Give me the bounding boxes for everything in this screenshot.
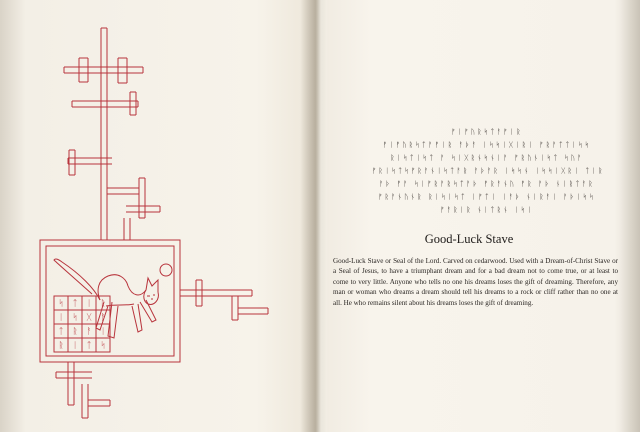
body-paragraph: Good-Luck Stave or Seal of the Lord. Car…: [333, 257, 618, 307]
rune-grid: ᛋ ᛏ ᛁ ᚱ ᛁ ᛋ ᚷ ᚨ ᛏ ᚱ ᚨ ᛁ ᚱ ᛁ ᛏ ᛋ: [58, 298, 105, 351]
rune-line: ᚠᛁᚠᚢᚱᛋᛏᚨᚠᛁᚱ ᚨᚦᚨ ᛁᛋᛋᛁᚷᛁᚱᛁ ᚠᚱᚨᛏᛏᛁᛋᛋ: [382, 141, 592, 149]
rune-cell: ᛁ: [86, 298, 91, 309]
rune-cell: ᚱ: [58, 340, 63, 351]
rune-line: ᚠᚱᚨᚾᚢᚾᚱ ᚱᛁᛋᛁᛋᛏ ᛁᚠᛏᛁ ᛁᚨᚦ ᚾᛁᚱᚨᛁ ᚨᚦᛁᛋᛋ: [378, 193, 596, 201]
rune-line: ᚠᚱᛁᛋᛏᛋᚠᚱᚨᚾᛁᛋᛏᚨᚱ ᚨᚦᚨᚱ ᛁᛋᛋᚾ ᛁᛋᛋᛁᚷᚱᛁ ᛏᛁᚱ: [372, 167, 605, 175]
rune-cell: ᚱ: [100, 298, 105, 309]
rune-cell: ᚨ: [100, 312, 105, 323]
page-edge: [620, 0, 640, 432]
left-page: ᛋ ᛏ ᛁ ᚱ ᛁ ᛋ ᚷ ᚨ ᛏ ᚱ ᚨ ᛁ ᚱ ᛁ ᛏ ᛋ: [0, 0, 316, 432]
rune-cell: ᛁ: [58, 312, 63, 323]
rune-inscription: ᚠᛁᚠᚢᚱᛋᛏᚨᚠᛁᚱ ᚠᛁᚠᚢᚱᛋᛏᚨᚠᛁᚱ ᚨᚦᚨ ᛁᛋᛋᛁᚷᛁᚱᛁ ᚠᚱᚨᛏ…: [372, 126, 602, 217]
rune-cell: ᛏ: [86, 340, 91, 351]
rune-cell: ᛁ: [100, 326, 105, 337]
rune-line: ᚠᛁᚠᚢᚱᛋᛏᚨᚠᛁᚱ: [451, 128, 523, 136]
rune-line: ᚨᚦ ᚠᚨ ᛋᛁᚠᚱᚨᚱᛋᛏᚨᚦ ᚠᚱᚨᚾᚢ ᚠᚱ ᚨᚦ ᚾᛁᚱᛏᚨᚱ: [379, 180, 595, 188]
rune-line: ᚠᚨᚱᛁᚱ ᚾᛁᛏᚱᚾ ᛁᛋᛁ: [440, 206, 534, 214]
rune-cell: ᛏ: [58, 326, 63, 337]
rune-cell: ᛁ: [72, 340, 77, 351]
rune-cell: ᚱ: [72, 326, 77, 337]
page-title: Good-Luck Stave: [424, 232, 514, 246]
good-luck-stave-illustration: ᛋ ᛏ ᛁ ᚱ ᛁ ᛋ ᚷ ᚨ ᛏ ᚱ ᚨ ᛁ ᚱ ᛁ ᛏ ᛋ: [39, 27, 269, 419]
rune-cell: ᛋ: [100, 341, 105, 351]
rune-cell: ᛋ: [72, 313, 77, 323]
rune-cell: ᛏ: [72, 298, 77, 309]
rune-cell: ᚷ: [86, 312, 92, 323]
rune-cell: ᚨ: [86, 326, 91, 337]
rune-line: ᚱᛁᛋᛏᛁᛋᛏ ᚨ ᛋᛁᚷᚱᚾᛋᚾᛁᚨ ᚠᚱᚢᚾᛁᛋᛏ ᛋᚢᚨ: [390, 154, 584, 162]
rune-cell: ᛋ: [58, 299, 63, 309]
